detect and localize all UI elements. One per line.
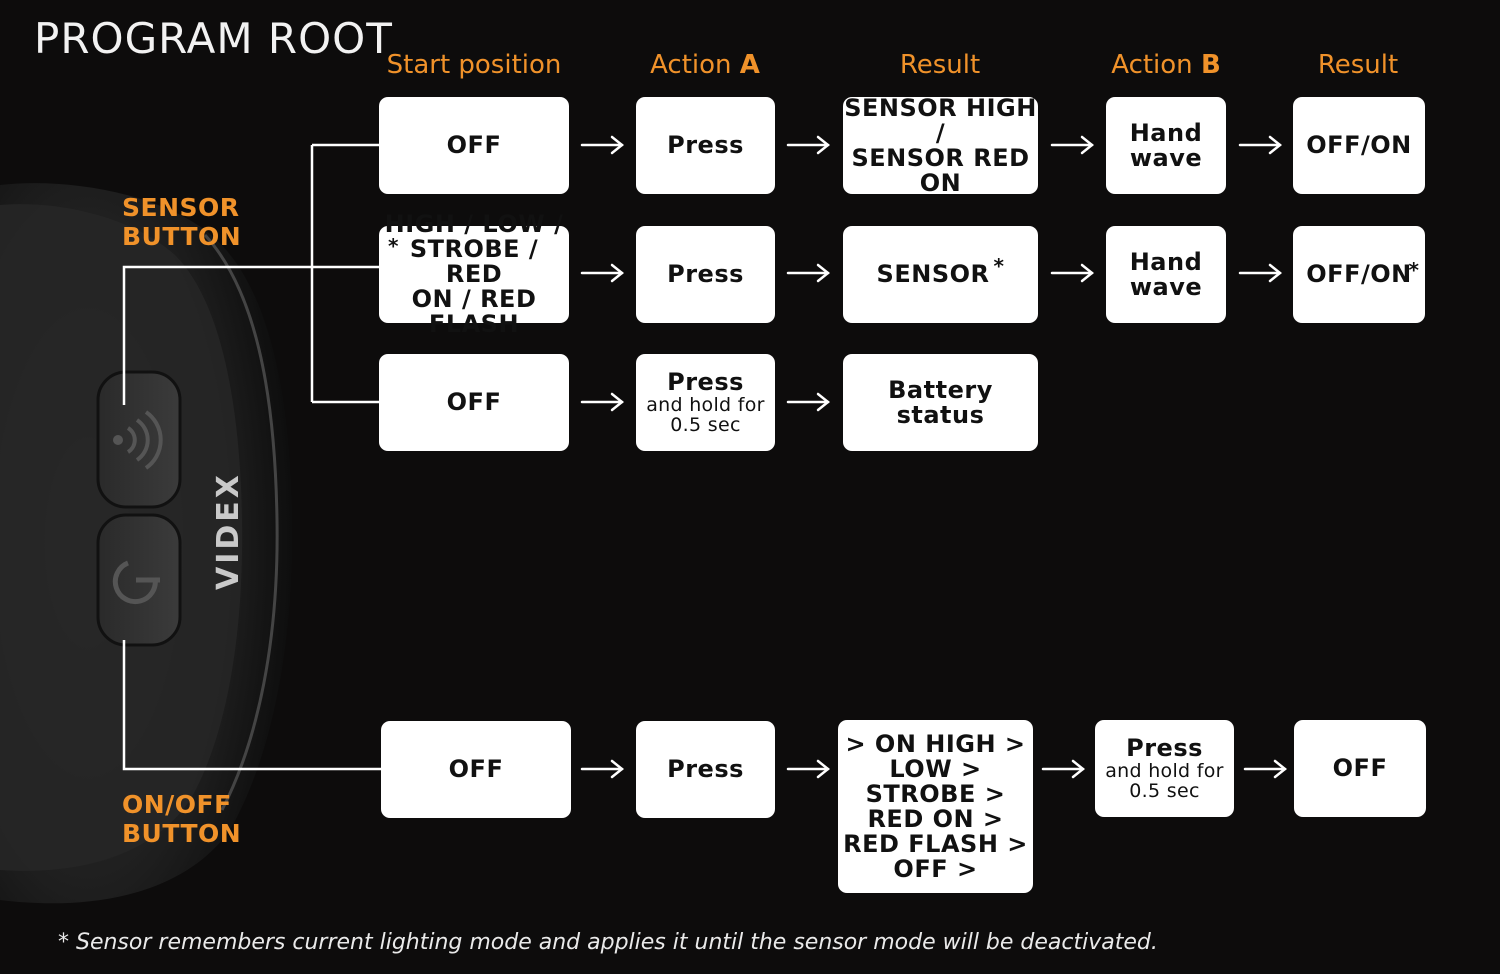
r2-start-asterisk: * xyxy=(388,234,399,258)
brand-logo: VIDEX xyxy=(211,472,246,590)
arrow-right-icon xyxy=(1238,263,1283,283)
page-title: PROGRAM ROOT xyxy=(34,14,393,63)
footnote: * Sensor remembers current lighting mode… xyxy=(58,930,1158,955)
r2-result-a-box: SENSOR* xyxy=(843,226,1038,323)
arrow-right-icon xyxy=(1041,759,1086,779)
arrow-right-icon xyxy=(580,135,625,155)
column-header-start: Start position xyxy=(386,50,562,80)
column-header-result-a: Result xyxy=(899,50,981,80)
r2-result-b-box: OFF/ON * xyxy=(1293,226,1425,323)
r4-action-b-box: Press and hold for 0.5 sec xyxy=(1095,720,1234,817)
r4-action-a-box: Press xyxy=(636,721,775,818)
arrow-right-icon xyxy=(580,759,625,779)
arrow-right-icon xyxy=(1050,135,1095,155)
r1-action-b-box: Hand wave xyxy=(1106,97,1226,194)
r2-result-a-asterisk: * xyxy=(993,254,1005,278)
r1-result-b-box: OFF/ON xyxy=(1293,97,1425,194)
r4-result-a-box: > ON HIGH > LOW > STROBE > RED ON > RED … xyxy=(838,720,1033,893)
r2-result-b-asterisk: * xyxy=(1408,258,1419,282)
column-header-action-a: Action A xyxy=(650,50,760,80)
r4-start-box: OFF xyxy=(381,721,571,818)
arrow-right-icon xyxy=(786,759,831,779)
arrow-right-icon xyxy=(1050,263,1095,283)
onoff-button-label: ON/OFF BUTTON xyxy=(122,790,242,848)
arrow-right-icon xyxy=(1243,759,1288,779)
r1-result-a-box: SENSOR HIGH / SENSOR RED ON xyxy=(843,93,1038,197)
headlamp-device: VIDEX xyxy=(0,183,293,904)
arrow-right-icon xyxy=(786,135,831,155)
r2-start-box: * HIGH / LOW / STROBE / RED ON / RED FLA… xyxy=(379,212,569,337)
connector-lines xyxy=(122,143,382,771)
r3-start-box: OFF xyxy=(379,354,569,451)
power-icon xyxy=(112,560,160,605)
sensor-wave-icon xyxy=(113,410,163,470)
r3-result-a-box: Battery status xyxy=(843,354,1038,451)
arrow-right-icon xyxy=(786,392,831,412)
r1-action-a-box: Press xyxy=(636,97,775,194)
sensor-button-label: SENSOR BUTTON xyxy=(122,193,242,251)
column-header-action-b: Action B xyxy=(1111,50,1221,80)
arrow-right-icon xyxy=(580,263,625,283)
r2-action-b-box: Hand wave xyxy=(1106,226,1226,323)
r3-action-a-box: Press and hold for 0.5 sec xyxy=(636,354,775,451)
r1-start-box: OFF xyxy=(379,97,569,194)
arrow-right-icon xyxy=(1238,135,1283,155)
arrow-right-icon xyxy=(580,392,625,412)
r4-result-b-box: OFF xyxy=(1294,720,1426,817)
arrow-right-icon xyxy=(786,263,831,283)
sensor-button-shape xyxy=(96,370,182,509)
column-header-result-b: Result xyxy=(1317,50,1399,80)
r2-action-a-box: Press xyxy=(636,226,775,323)
